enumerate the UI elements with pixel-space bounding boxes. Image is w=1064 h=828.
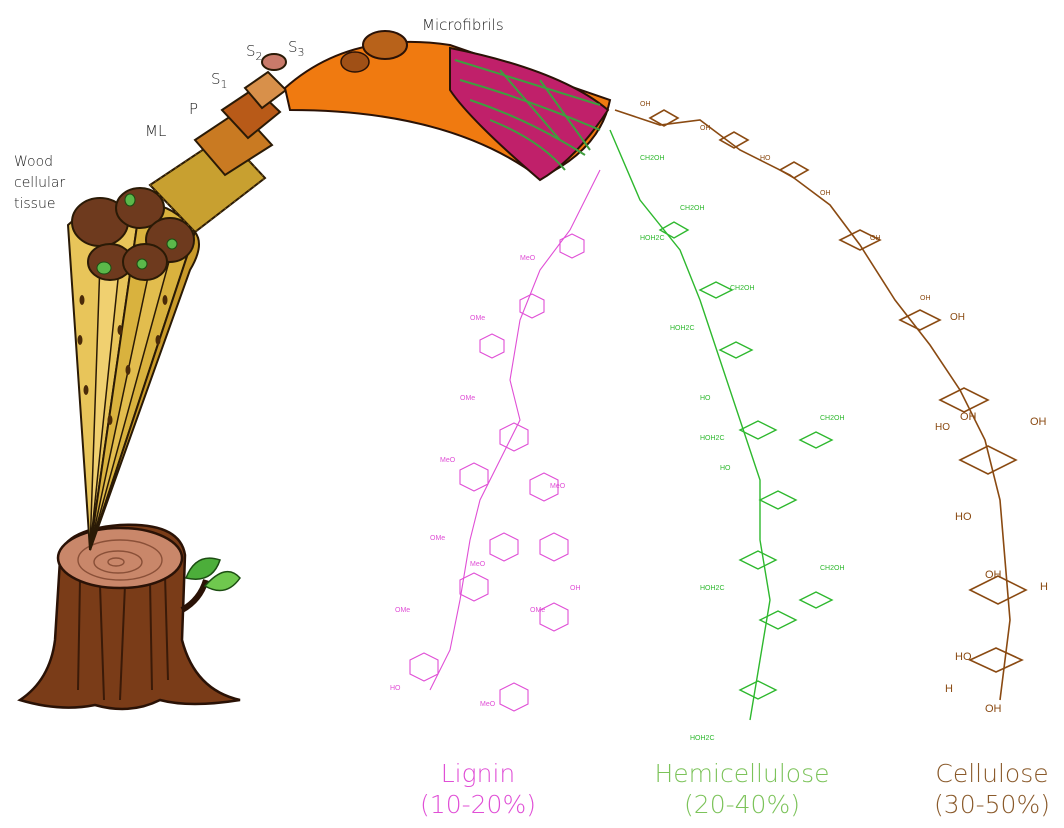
svg-text:OH: OH xyxy=(570,585,581,592)
svg-text:OH: OH xyxy=(640,101,651,108)
svg-text:CH2OH: CH2OH xyxy=(680,205,705,212)
s1-label-base: S xyxy=(211,70,221,88)
svg-text:CH2OH: CH2OH xyxy=(820,565,845,572)
s1-label: S1 xyxy=(211,70,228,91)
svg-text:HO: HO xyxy=(390,685,401,692)
hemicellulose-percent: (20-40%) xyxy=(642,789,842,820)
cellulose-chain xyxy=(615,110,1026,700)
s3-label: S3 xyxy=(288,38,305,59)
s3-label-base: S xyxy=(288,38,298,56)
lignin-legend: Lignin (10-20%) xyxy=(418,758,538,821)
p-label: P xyxy=(189,100,198,118)
cellulose-percent: (30-50%) xyxy=(924,789,1060,820)
wood-tissue-fibers xyxy=(68,188,199,550)
microfibrils-label: Microfibrils xyxy=(422,16,504,34)
hemicellulose-group-labels: CH2OH CH2OH HOH2C CH2OH HOH2C HO CH2OH HOH2C H… xyxy=(640,155,845,742)
svg-text:HO: HO xyxy=(955,651,972,663)
svg-text:CH2OH: CH2OH xyxy=(730,285,755,292)
svg-text:HOH2C: HOH2C xyxy=(700,435,725,442)
cellulose-legend: Cellulose (30-50%) xyxy=(924,758,1060,821)
s2-label-base: S xyxy=(246,42,256,60)
svg-text:HO: HO xyxy=(955,511,972,523)
wood-tissue-label: Wood cellular tissue xyxy=(14,152,65,215)
svg-text:H: H xyxy=(945,683,953,695)
svg-text:OH: OH xyxy=(820,190,831,197)
fiber-arc xyxy=(285,31,610,180)
s2-label: S2 xyxy=(246,42,263,63)
hemicellulose-legend: Hemicellulose (20-40%) xyxy=(642,758,842,821)
s3-label-sub: 3 xyxy=(298,46,305,59)
svg-text:HO: HO xyxy=(720,465,731,472)
s2-label-sub: 2 xyxy=(256,50,263,63)
svg-text:HOH2C: HOH2C xyxy=(640,235,665,242)
ml-label: ML xyxy=(145,122,166,140)
svg-text:OMe: OMe xyxy=(470,315,485,322)
svg-text:HOH2C: HOH2C xyxy=(670,325,695,332)
svg-text:OH: OH xyxy=(950,312,965,323)
svg-text:HOH2C: HOH2C xyxy=(690,735,715,742)
hemicellulose-name: Hemicellulose xyxy=(642,758,842,789)
svg-text:OMe: OMe xyxy=(395,607,410,614)
svg-text:MeO: MeO xyxy=(440,457,456,464)
s1-label-sub: 1 xyxy=(221,78,228,91)
svg-text:OH: OH xyxy=(920,295,931,302)
lignin-name: Lignin xyxy=(418,758,538,789)
svg-text:OH: OH xyxy=(870,235,881,242)
svg-text:OH: OH xyxy=(985,569,1002,581)
svg-text:OMe: OMe xyxy=(460,395,475,402)
wood-tissue-line-1: Wood xyxy=(14,152,65,173)
lignin-network xyxy=(410,170,600,711)
svg-text:MeO: MeO xyxy=(480,701,496,708)
svg-text:MeO: MeO xyxy=(520,255,536,262)
svg-text:H: H xyxy=(1040,581,1048,593)
svg-text:CH2OH: CH2OH xyxy=(640,155,665,162)
tree-stump xyxy=(20,525,240,709)
hemicellulose-chain xyxy=(610,130,832,720)
wood-tissue-line-2: cellular xyxy=(14,173,65,194)
svg-text:OH: OH xyxy=(960,411,977,423)
cellulose-group-labels: OH OH HO OH OH OH OH HO OH OH HO H OH HO OH H xyxy=(640,101,1048,715)
cellulose-name: Cellulose xyxy=(924,758,1060,789)
svg-text:HO: HO xyxy=(760,155,771,162)
svg-text:OH: OH xyxy=(985,703,1002,715)
svg-text:HOH2C: HOH2C xyxy=(700,585,725,592)
svg-text:HO: HO xyxy=(700,395,711,402)
svg-text:CH2OH: CH2OH xyxy=(820,415,845,422)
svg-text:OMe: OMe xyxy=(530,607,545,614)
svg-text:OMe: OMe xyxy=(430,535,445,542)
svg-text:HO: HO xyxy=(935,422,950,433)
svg-text:MeO: MeO xyxy=(470,561,486,568)
lignin-percent: (10-20%) xyxy=(418,789,538,820)
svg-text:OH: OH xyxy=(1030,416,1047,428)
svg-text:OH: OH xyxy=(700,125,711,132)
svg-text:MeO: MeO xyxy=(550,483,566,490)
wood-tissue-line-3: tissue xyxy=(14,194,65,215)
